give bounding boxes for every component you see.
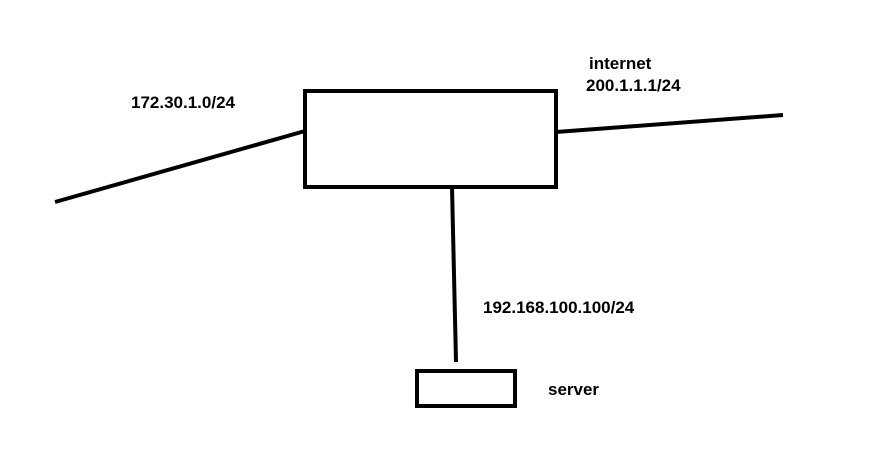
- wan-address-label: 200.1.1.1/24: [586, 76, 681, 95]
- lan-subnet-label: 172.30.1.0/24: [131, 93, 236, 112]
- server-link: [450, 186, 458, 363]
- server-name-label: server: [548, 380, 599, 399]
- lan-link: [54, 129, 306, 204]
- server-box: [415, 369, 517, 408]
- router-box: [303, 89, 558, 189]
- wan-link: [555, 113, 784, 134]
- wan-title-label: internet: [589, 54, 652, 73]
- server-address-label: 192.168.100.100/24: [483, 298, 635, 317]
